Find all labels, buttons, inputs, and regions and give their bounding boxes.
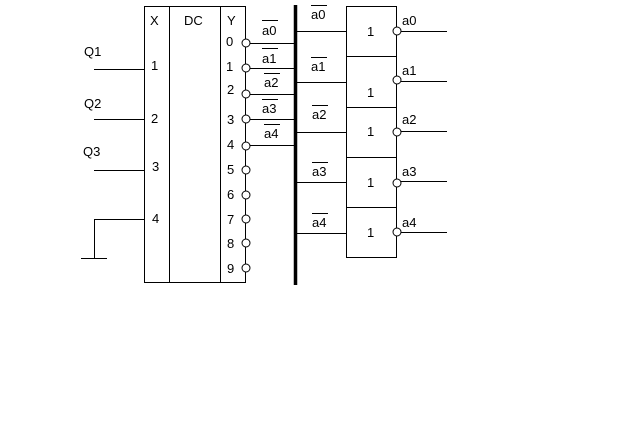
decoder-output-pin: 2 — [227, 82, 234, 97]
decoder-input-pin: 3 — [152, 159, 159, 174]
gate-output-label: a3 — [402, 164, 416, 179]
decoder-output-pin: 3 — [227, 112, 234, 127]
gate-input-label: a2 — [312, 107, 326, 122]
gate-input-wires — [297, 31, 346, 234]
decoder-output-pin: 9 — [227, 261, 234, 276]
decoder-output-label: a1 — [262, 51, 276, 66]
input-label-q1: Q1 — [84, 44, 101, 59]
output-bubble — [241, 190, 251, 200]
input-label-q3: Q3 — [83, 144, 100, 159]
gate-input-label: a0 — [311, 7, 325, 22]
decoder-block: X DC Y 1 2 3 4 0 1 2 3 4 5 6 7 8 9 — [144, 6, 251, 283]
gate-output-wires: a0 a1 a2 a3 a4 — [401, 13, 447, 233]
decoder-output-pin: 5 — [227, 162, 234, 177]
decoder-output-pin: 1 — [226, 59, 233, 74]
gate-input-label: a4 — [312, 215, 326, 230]
gate-label: 1 — [367, 225, 374, 240]
decoder-title: DC — [184, 13, 203, 28]
output-bubble — [241, 263, 251, 273]
decoder-input-header: X — [150, 13, 159, 28]
decoder-output-label: a3 — [262, 101, 276, 116]
decoder-input-pin: 1 — [151, 58, 158, 73]
decoder-output-header: Y — [227, 13, 236, 28]
decoder-output-label: a4 — [264, 126, 278, 141]
output-bubble — [241, 114, 251, 124]
gate-label: 1 — [367, 175, 374, 190]
input-label-q2: Q2 — [84, 96, 101, 111]
input-wire-ground — [94, 219, 144, 259]
gate-input-labels: a0 a1 a2 a3 a4 — [311, 5, 328, 230]
gate-output-label: a0 — [402, 13, 416, 28]
gate-output-label: a1 — [402, 63, 416, 78]
gate-input-label: a3 — [312, 164, 326, 179]
input-lines: Q1 Q2 Q3 — [81, 44, 144, 259]
gate-output-label: a2 — [402, 112, 416, 127]
gate-input-label: a1 — [311, 59, 325, 74]
gate-label: 1 — [367, 85, 374, 100]
output-bubble — [241, 214, 251, 224]
decoder-output-label: a0 — [262, 23, 276, 38]
gate-label: 1 — [367, 24, 374, 39]
output-bubble — [241, 38, 251, 48]
gate-output-bubble — [392, 26, 402, 36]
inverter-gates: 1 1 1 1 1 — [346, 6, 402, 258]
gate-output-label: a4 — [402, 215, 416, 230]
decoder-output-labels: a0 a1 a2 a3 a4 — [262, 20, 280, 141]
gate-output-bubble — [392, 75, 402, 85]
gate-output-bubble — [392, 227, 402, 237]
gate-label: 1 — [367, 124, 374, 139]
decoder-output-label: a2 — [264, 75, 278, 90]
output-bubble — [241, 63, 251, 73]
decoder-input-pin: 4 — [152, 211, 159, 226]
output-bubble — [241, 141, 251, 151]
gate-output-bubble — [392, 178, 402, 188]
decoder-output-pin: 8 — [227, 236, 234, 251]
decoder-output-pin: 7 — [227, 212, 234, 227]
output-bubble — [241, 238, 251, 248]
decoder-input-pin: 2 — [151, 111, 158, 126]
output-bubble — [241, 165, 251, 175]
decoder-output-pin: 0 — [226, 34, 233, 49]
decoder-output-pin: 6 — [227, 187, 234, 202]
gate-output-bubble — [392, 127, 402, 137]
decoder-output-wires — [250, 43, 295, 146]
decoder-output-pin: 4 — [227, 137, 234, 152]
output-bubble — [241, 89, 251, 99]
